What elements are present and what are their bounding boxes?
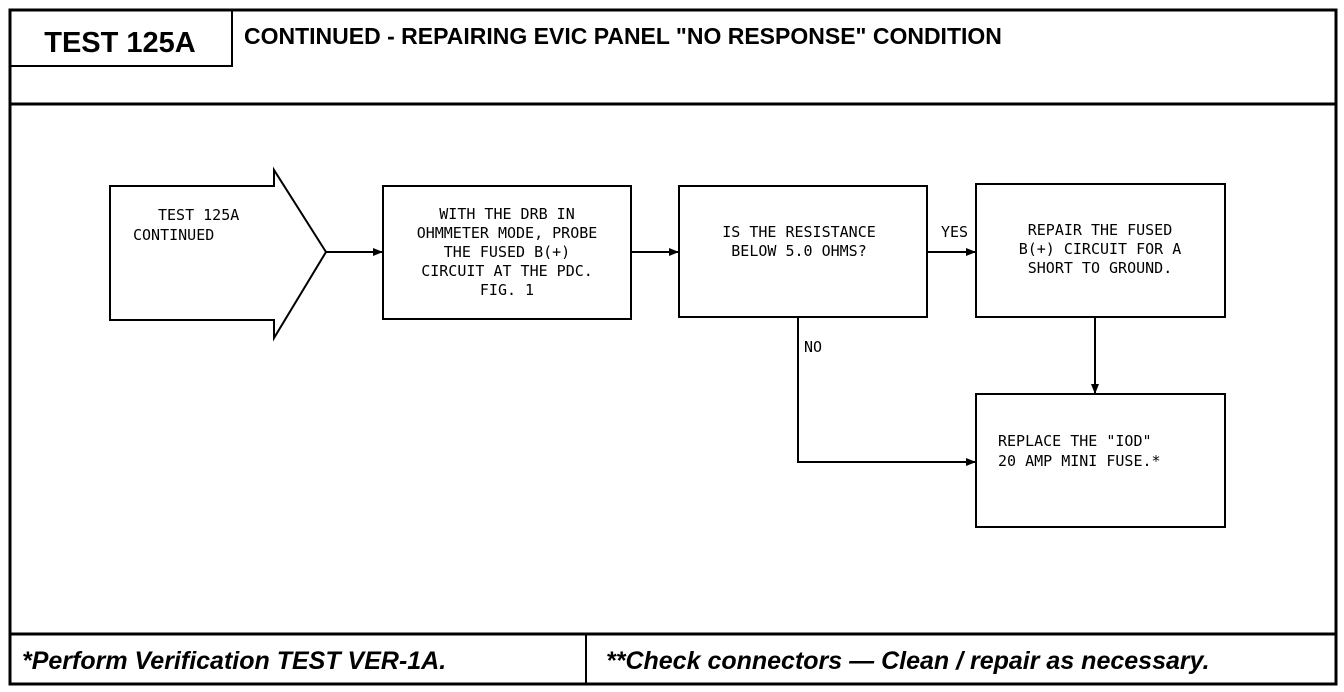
no-label: NO [804,338,822,356]
footer-connectors-note: **Check connectors — Clean / repair as n… [606,647,1210,675]
test-id-box [9,9,233,67]
connector-no [797,317,976,466]
step-probe-line4: CIRCUIT AT THE PDC. [421,262,593,280]
step-probe-line5: FIG. 1 [480,281,534,299]
step-probe-line2: OHMMETER MODE, PROBE [417,224,598,242]
step-repair-box [975,183,1226,318]
entry-arrow-line1: TEST 125A [158,206,239,224]
page-title: CONTINUED - REPAIRING EVIC PANEL "NO RES… [244,23,1002,49]
outer-frame [8,8,1338,686]
step-repair-line3: SHORT TO GROUND. [1028,259,1173,277]
footer-verification-note: *Perform Verification TEST VER-1A. [22,647,446,675]
step-probe-line3: THE FUSED B(+) [444,243,570,261]
step-repair-line2: B(+) CIRCUIT FOR A [1019,240,1182,258]
entry-arrow-line2: CONTINUED [133,226,214,244]
decision-line2: BELOW 5.0 OHMS? [731,242,866,260]
decision-line1: IS THE RESISTANCE [722,223,876,241]
step-replace-line2: 20 AMP MINI FUSE.* [998,452,1161,470]
yes-label: YES [941,223,968,241]
step-probe-line1: WITH THE DRB IN [439,205,574,223]
step-replace-line1: REPLACE THE "IOD" [998,432,1152,450]
step-repair-line1: REPAIR THE FUSED [1028,221,1173,239]
step-probe-box [382,185,632,320]
entry-arrow-shape [109,166,328,342]
step-replace-box [975,393,1226,528]
decision-box [678,185,928,318]
test-id: TEST 125A [44,27,196,59]
